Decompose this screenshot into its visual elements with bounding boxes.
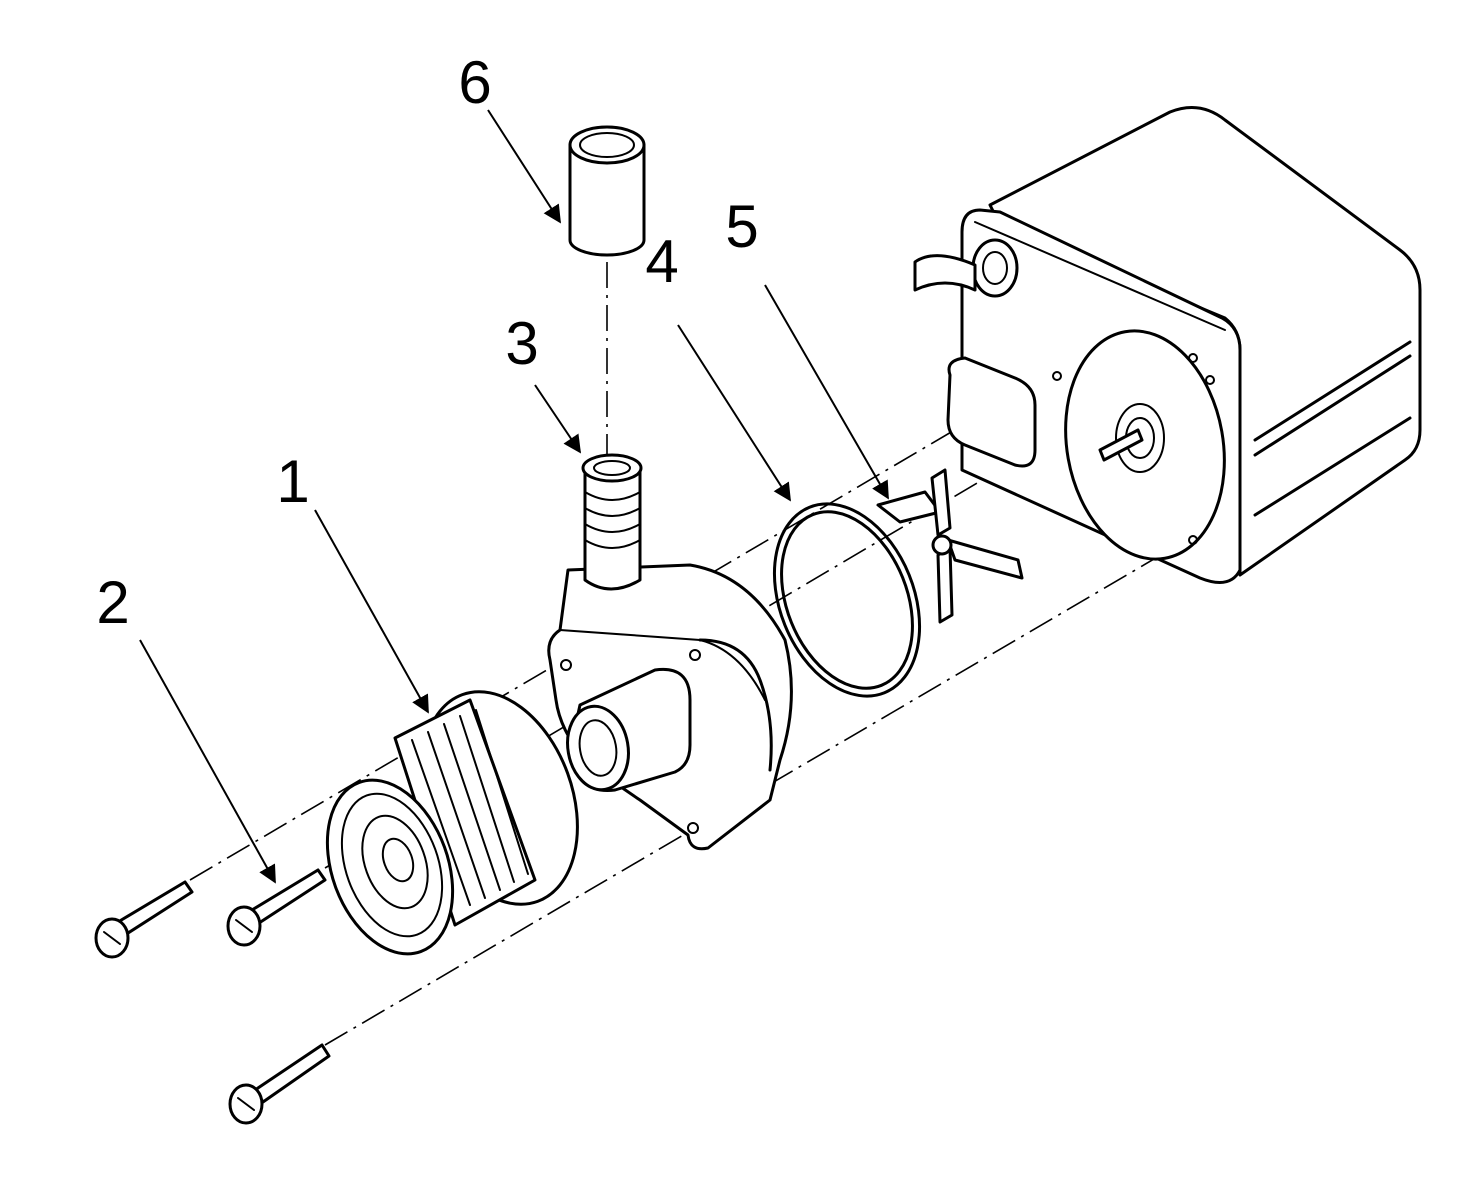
pump-volute-housing: [547, 453, 793, 851]
tube-part: [568, 125, 646, 257]
impeller-part: [876, 468, 1024, 624]
screw-left: [94, 880, 194, 959]
screw-bottom: [228, 1043, 331, 1125]
inlet-screen-part: [325, 690, 579, 956]
o-ring-part: [772, 502, 922, 698]
callout-6: 6: [458, 49, 491, 116]
callout-1: 1: [276, 448, 309, 515]
callout-2: 2: [96, 569, 129, 636]
screw-middle: [226, 868, 327, 947]
callout-3: 3: [505, 310, 538, 377]
callout-4: 4: [645, 228, 678, 295]
callout-5: 5: [725, 193, 758, 260]
callout-labels: 6 3 4 5 1 2: [96, 49, 758, 636]
motor-housing: [913, 106, 1422, 584]
screen-slots: [411, 709, 529, 906]
leader-lines: [139, 109, 889, 884]
